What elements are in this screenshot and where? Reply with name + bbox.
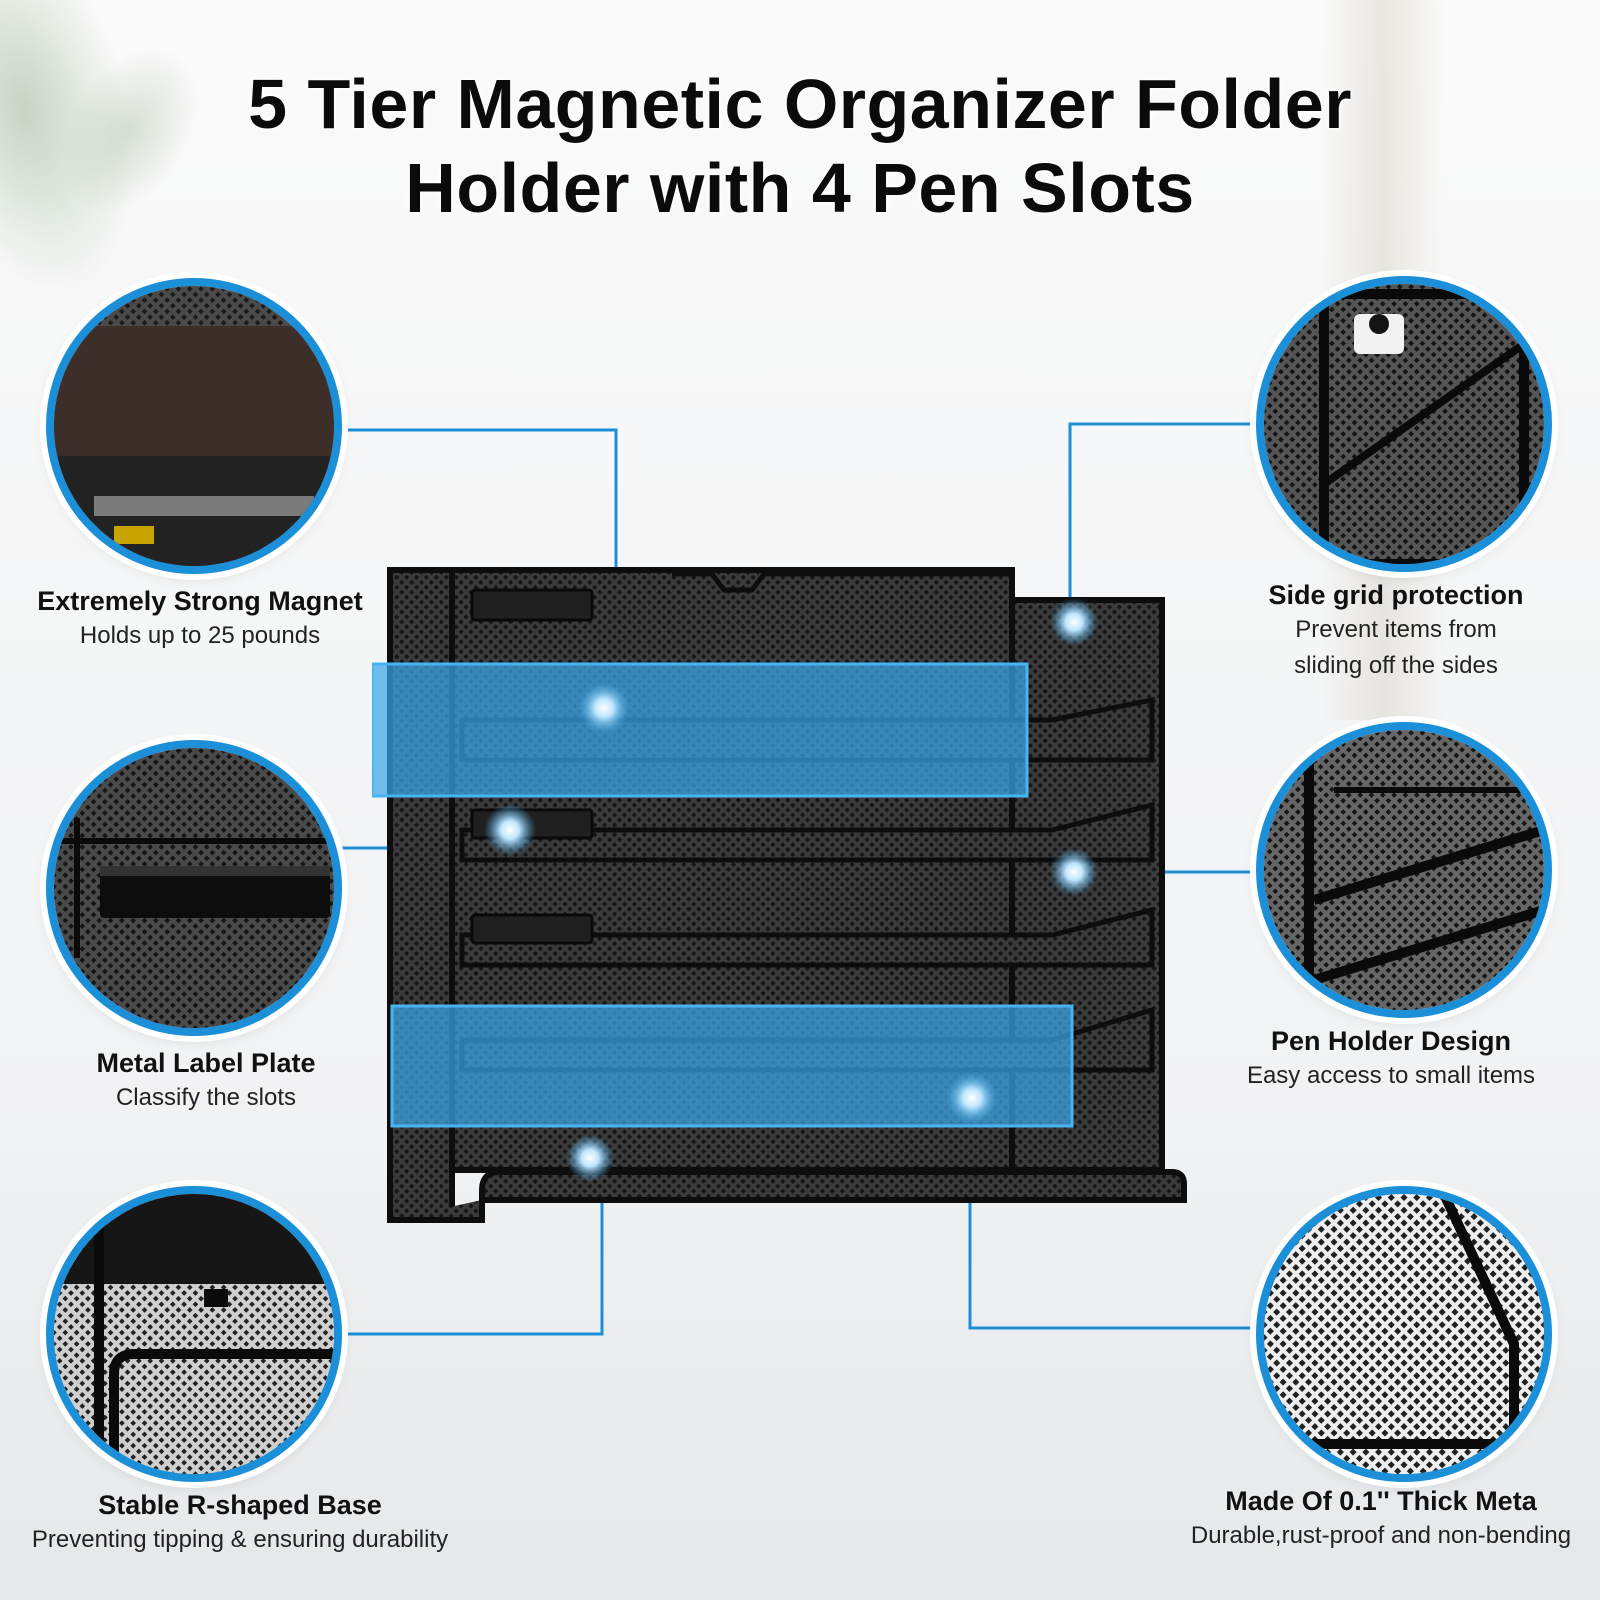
organizer-illustration <box>372 567 1187 1223</box>
feature-4-desc-1: Prevent items from <box>1295 616 1497 643</box>
page-title: 5 Tier Magnetic Organizer Folder Holder … <box>0 62 1600 230</box>
feature-3-desc: Preventing tipping & ensuring durability <box>31 1526 449 1553</box>
feature-1-caption: Extremely Strong Magnet Holds up to 25 p… <box>10 584 390 654</box>
feature-3-caption: Stable R-shaped Base Preventing tipping … <box>10 1488 470 1558</box>
feature-6-detail-image <box>1256 1186 1552 1482</box>
feature-1-title: Extremely Strong Magnet <box>37 586 363 616</box>
title-line-1: 5 Tier Magnetic Organizer Folder <box>248 65 1352 143</box>
feature-2-detail-image <box>46 740 342 1036</box>
feature-5-title: Pen Holder Design <box>1270 1026 1512 1056</box>
feature-5-desc: Easy access to small items <box>1246 1062 1536 1089</box>
feature-2-desc: Classify the slots <box>115 1084 297 1111</box>
feature-4-caption: Side grid protection Prevent items from … <box>1206 578 1586 684</box>
feature-6-desc: Durable,rust-proof and non-bending <box>1190 1522 1572 1549</box>
label-plate-detail-icon <box>54 748 334 1028</box>
pen-holder-detail-icon <box>1264 730 1544 1010</box>
feature-1-detail-image <box>46 278 342 574</box>
thick-metal-detail-icon <box>1264 1194 1544 1474</box>
feature-3-title: Stable R-shaped Base <box>98 1490 382 1520</box>
organizer-product-image <box>372 560 1212 1240</box>
feature-4-detail-image <box>1256 276 1552 572</box>
feature-3-detail-image <box>46 1186 342 1482</box>
title-line-2: Holder with 4 Pen Slots <box>405 149 1195 227</box>
callout-line-side-grid <box>1068 422 1252 620</box>
callout-line-base <box>338 1158 604 1336</box>
feature-4-desc-2: sliding off the sides <box>1294 652 1498 679</box>
side-grid-detail-icon <box>1264 284 1544 564</box>
feature-2-caption: Metal Label Plate Classify the slots <box>10 1046 402 1116</box>
feature-5-detail-image <box>1256 722 1552 1018</box>
feature-2-title: Metal Label Plate <box>96 1048 316 1078</box>
base-detail-icon <box>54 1194 334 1474</box>
magnet-detail-icon <box>54 286 334 566</box>
feature-6-title: Made Of 0.1'' Thick Meta <box>1225 1486 1537 1516</box>
feature-5-caption: Pen Holder Design Easy access to small i… <box>1186 1024 1596 1094</box>
feature-4-title: Side grid protection <box>1268 580 1524 610</box>
feature-6-caption: Made Of 0.1'' Thick Meta Durable,rust-pr… <box>1166 1484 1596 1554</box>
feature-1-desc: Holds up to 25 pounds <box>79 622 321 649</box>
